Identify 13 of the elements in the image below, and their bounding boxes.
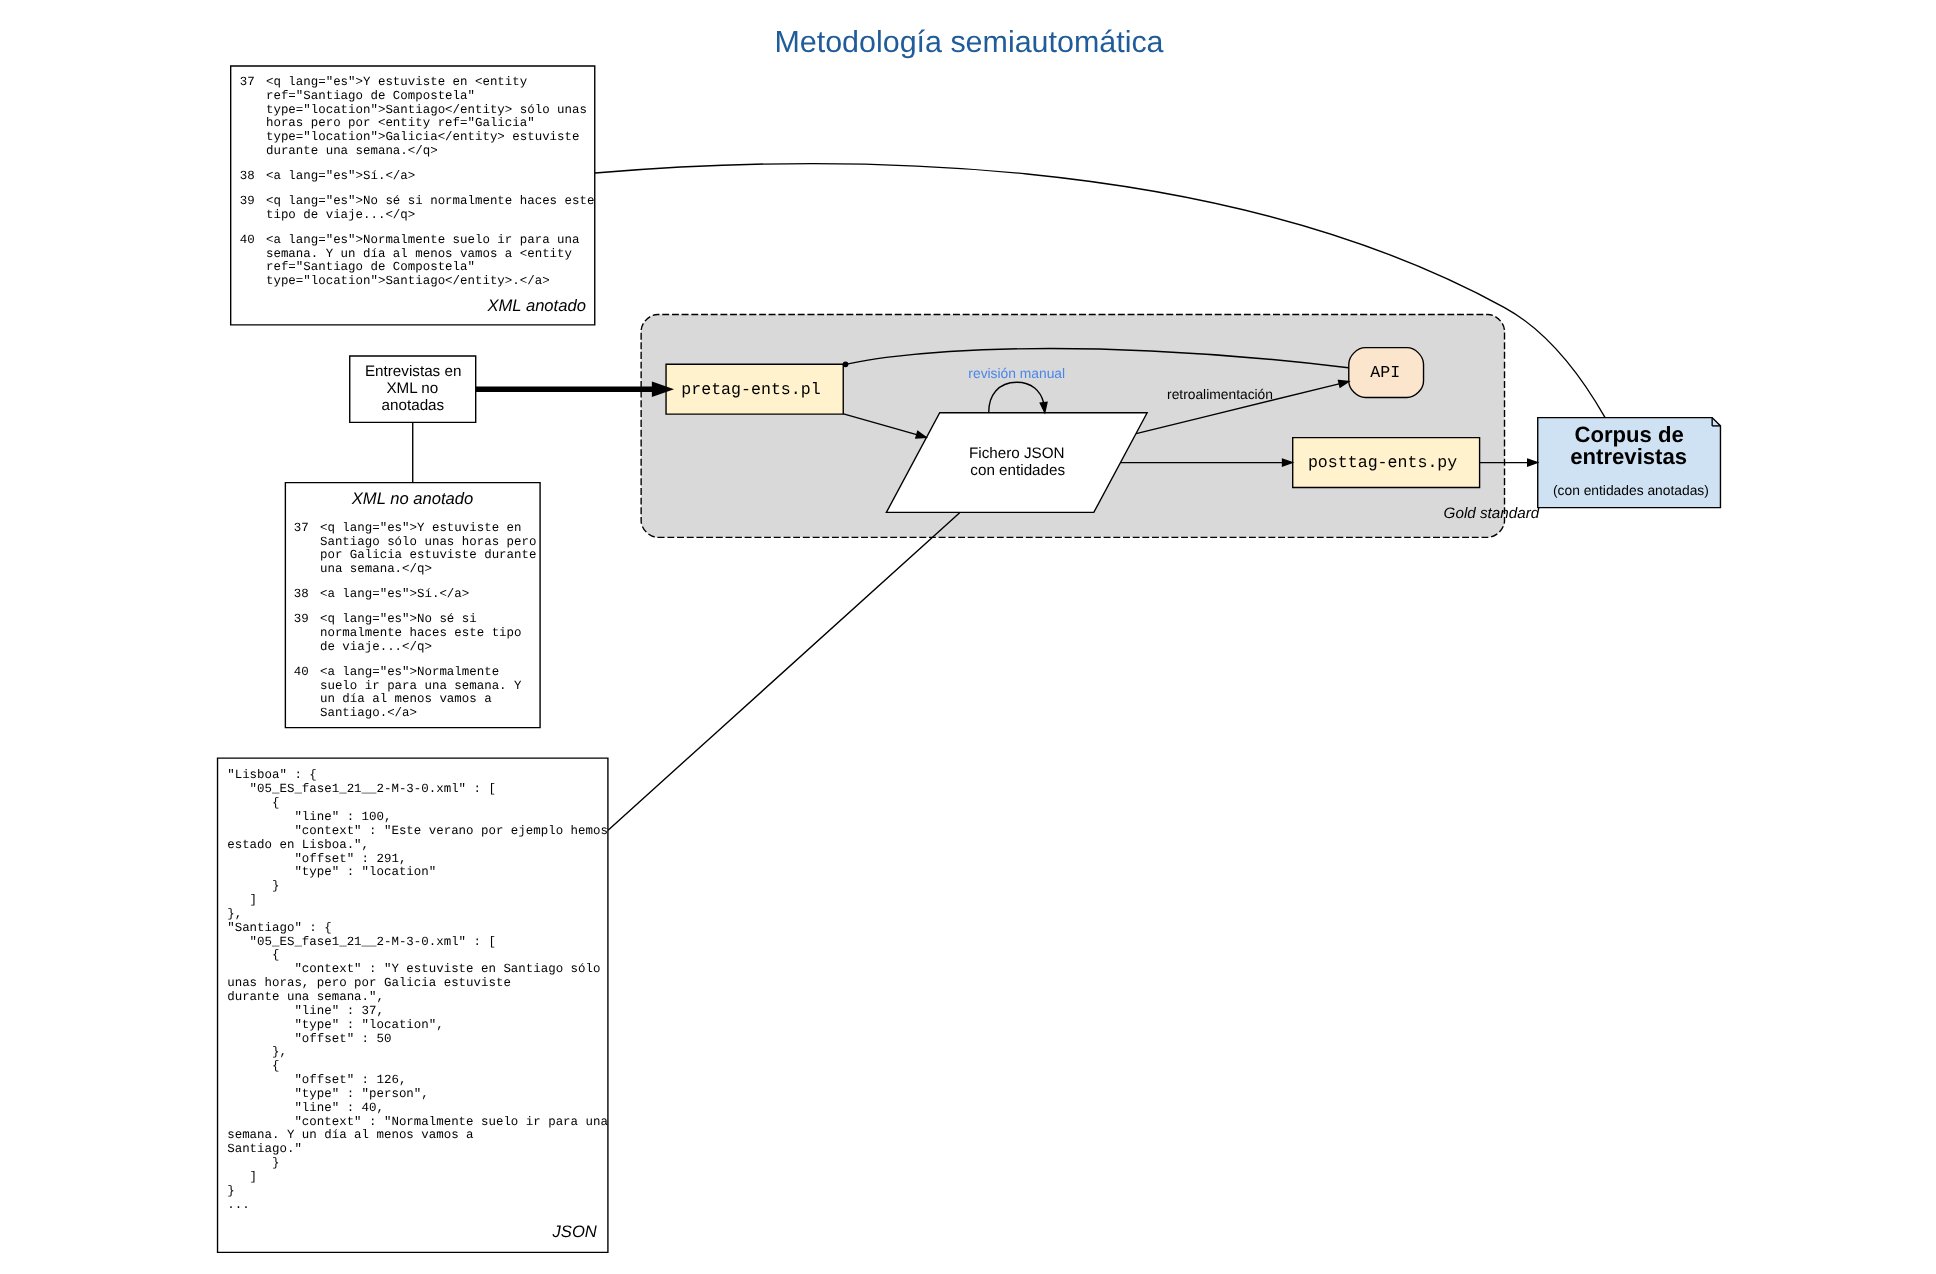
arrow bbox=[474, 381, 674, 397]
node-label: Gold standard bbox=[1442, 504, 1539, 523]
connector bbox=[411, 422, 413, 484]
arrow bbox=[1134, 379, 1350, 435]
diagram-title: Metodología semiautomática bbox=[773, 25, 1163, 60]
connector bbox=[841, 347, 1348, 369]
arrow bbox=[1478, 458, 1539, 467]
arrow bbox=[987, 381, 1047, 415]
connector bbox=[606, 512, 960, 831]
arrow bbox=[1119, 458, 1294, 467]
connector bbox=[593, 163, 1605, 419]
node-box: Entrevistas en XML no anotadas bbox=[348, 355, 476, 424]
arrow bbox=[841, 413, 928, 439]
